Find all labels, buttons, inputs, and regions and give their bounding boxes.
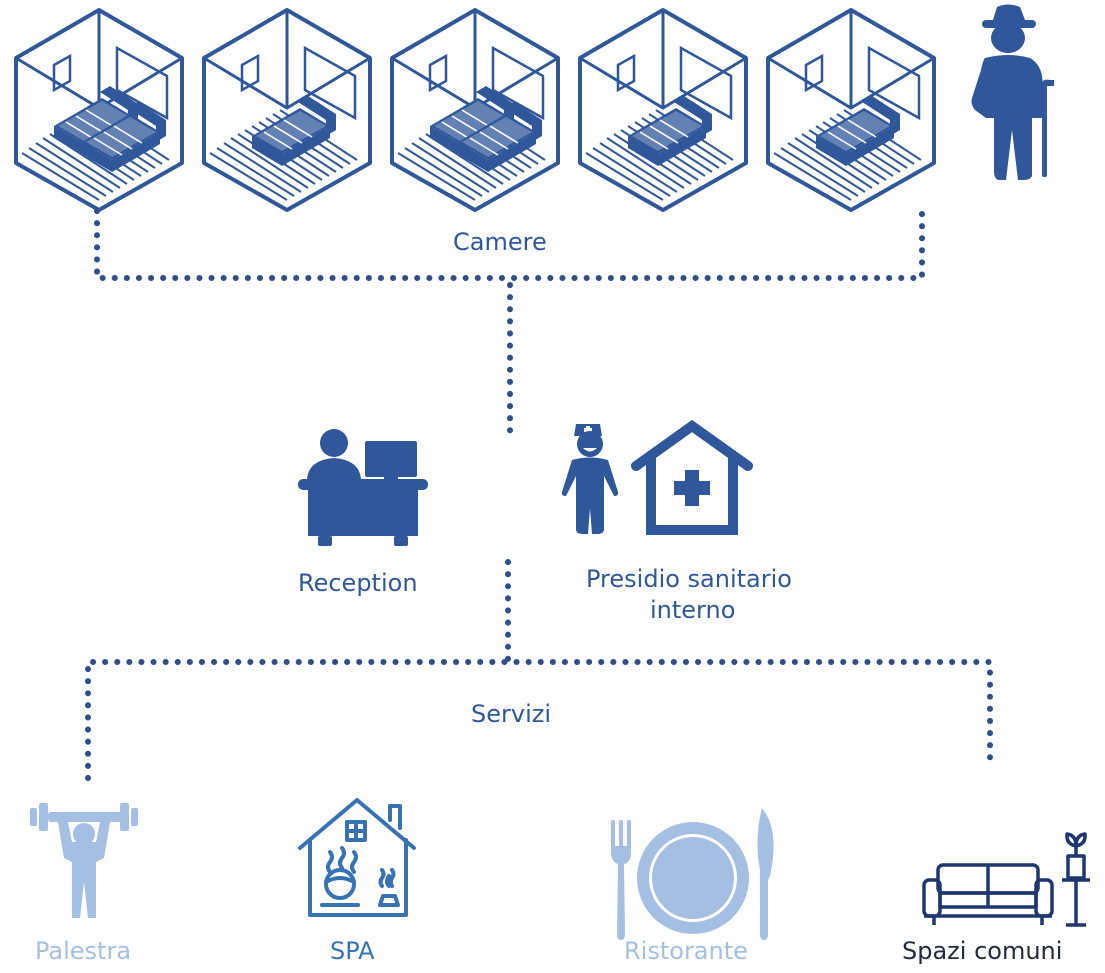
camere-label: Camere (453, 228, 547, 256)
service-label-spa: SPA (330, 937, 375, 965)
servizi-connector (85, 559, 993, 781)
health-house-icon (631, 419, 753, 535)
room-single-icon (578, 8, 748, 212)
camere-connector (94, 208, 925, 436)
presidio-label-line1: Presidio sanitario (586, 565, 792, 593)
room-single-icon (766, 8, 936, 212)
service-label-spazi-comuni: Spazi comuni (902, 937, 1063, 965)
spa-house-icon (298, 798, 416, 917)
elderly-man-icon (971, 4, 1054, 180)
nurse-icon (561, 424, 619, 534)
reception-label: Reception (298, 569, 418, 597)
service-label-ristorante: Ristorante (624, 937, 748, 965)
room-double-icon (390, 8, 560, 212)
weightlifter-icon (30, 803, 138, 918)
servizi-label: Servizi (471, 700, 552, 728)
rooms-row (14, 8, 936, 212)
presidio-label-line2: interno (650, 596, 736, 624)
sofa-icon (922, 832, 1090, 927)
plate-cutlery-icon (611, 808, 774, 940)
room-single-icon (202, 8, 372, 212)
service-label-palestra: Palestra (35, 937, 132, 965)
room-double-icon (14, 8, 184, 212)
reception-desk-icon (298, 429, 428, 546)
